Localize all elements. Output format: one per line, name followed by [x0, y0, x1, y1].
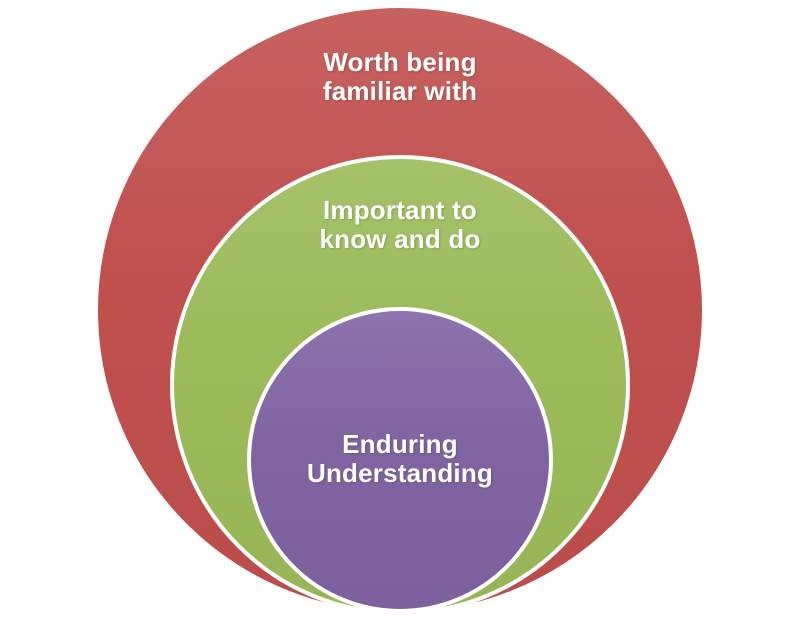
middle-circle-label-line1: Important to — [322, 195, 478, 225]
inner-circle-label-line1: Enduring — [342, 429, 458, 459]
outer-circle-label-line1: Worth being — [323, 47, 477, 77]
middle-circle-label-line2: know and do — [319, 224, 481, 254]
outer-circle-label: Worth being familiar with — [0, 48, 800, 106]
middle-circle-label: Important to know and do — [0, 196, 800, 254]
outer-circle-label-line2: familiar with — [322, 76, 478, 106]
inner-circle-label-line2: Understanding — [306, 458, 494, 488]
inner-circle — [247, 307, 553, 613]
inner-circle-label: Enduring Understanding — [0, 430, 800, 488]
